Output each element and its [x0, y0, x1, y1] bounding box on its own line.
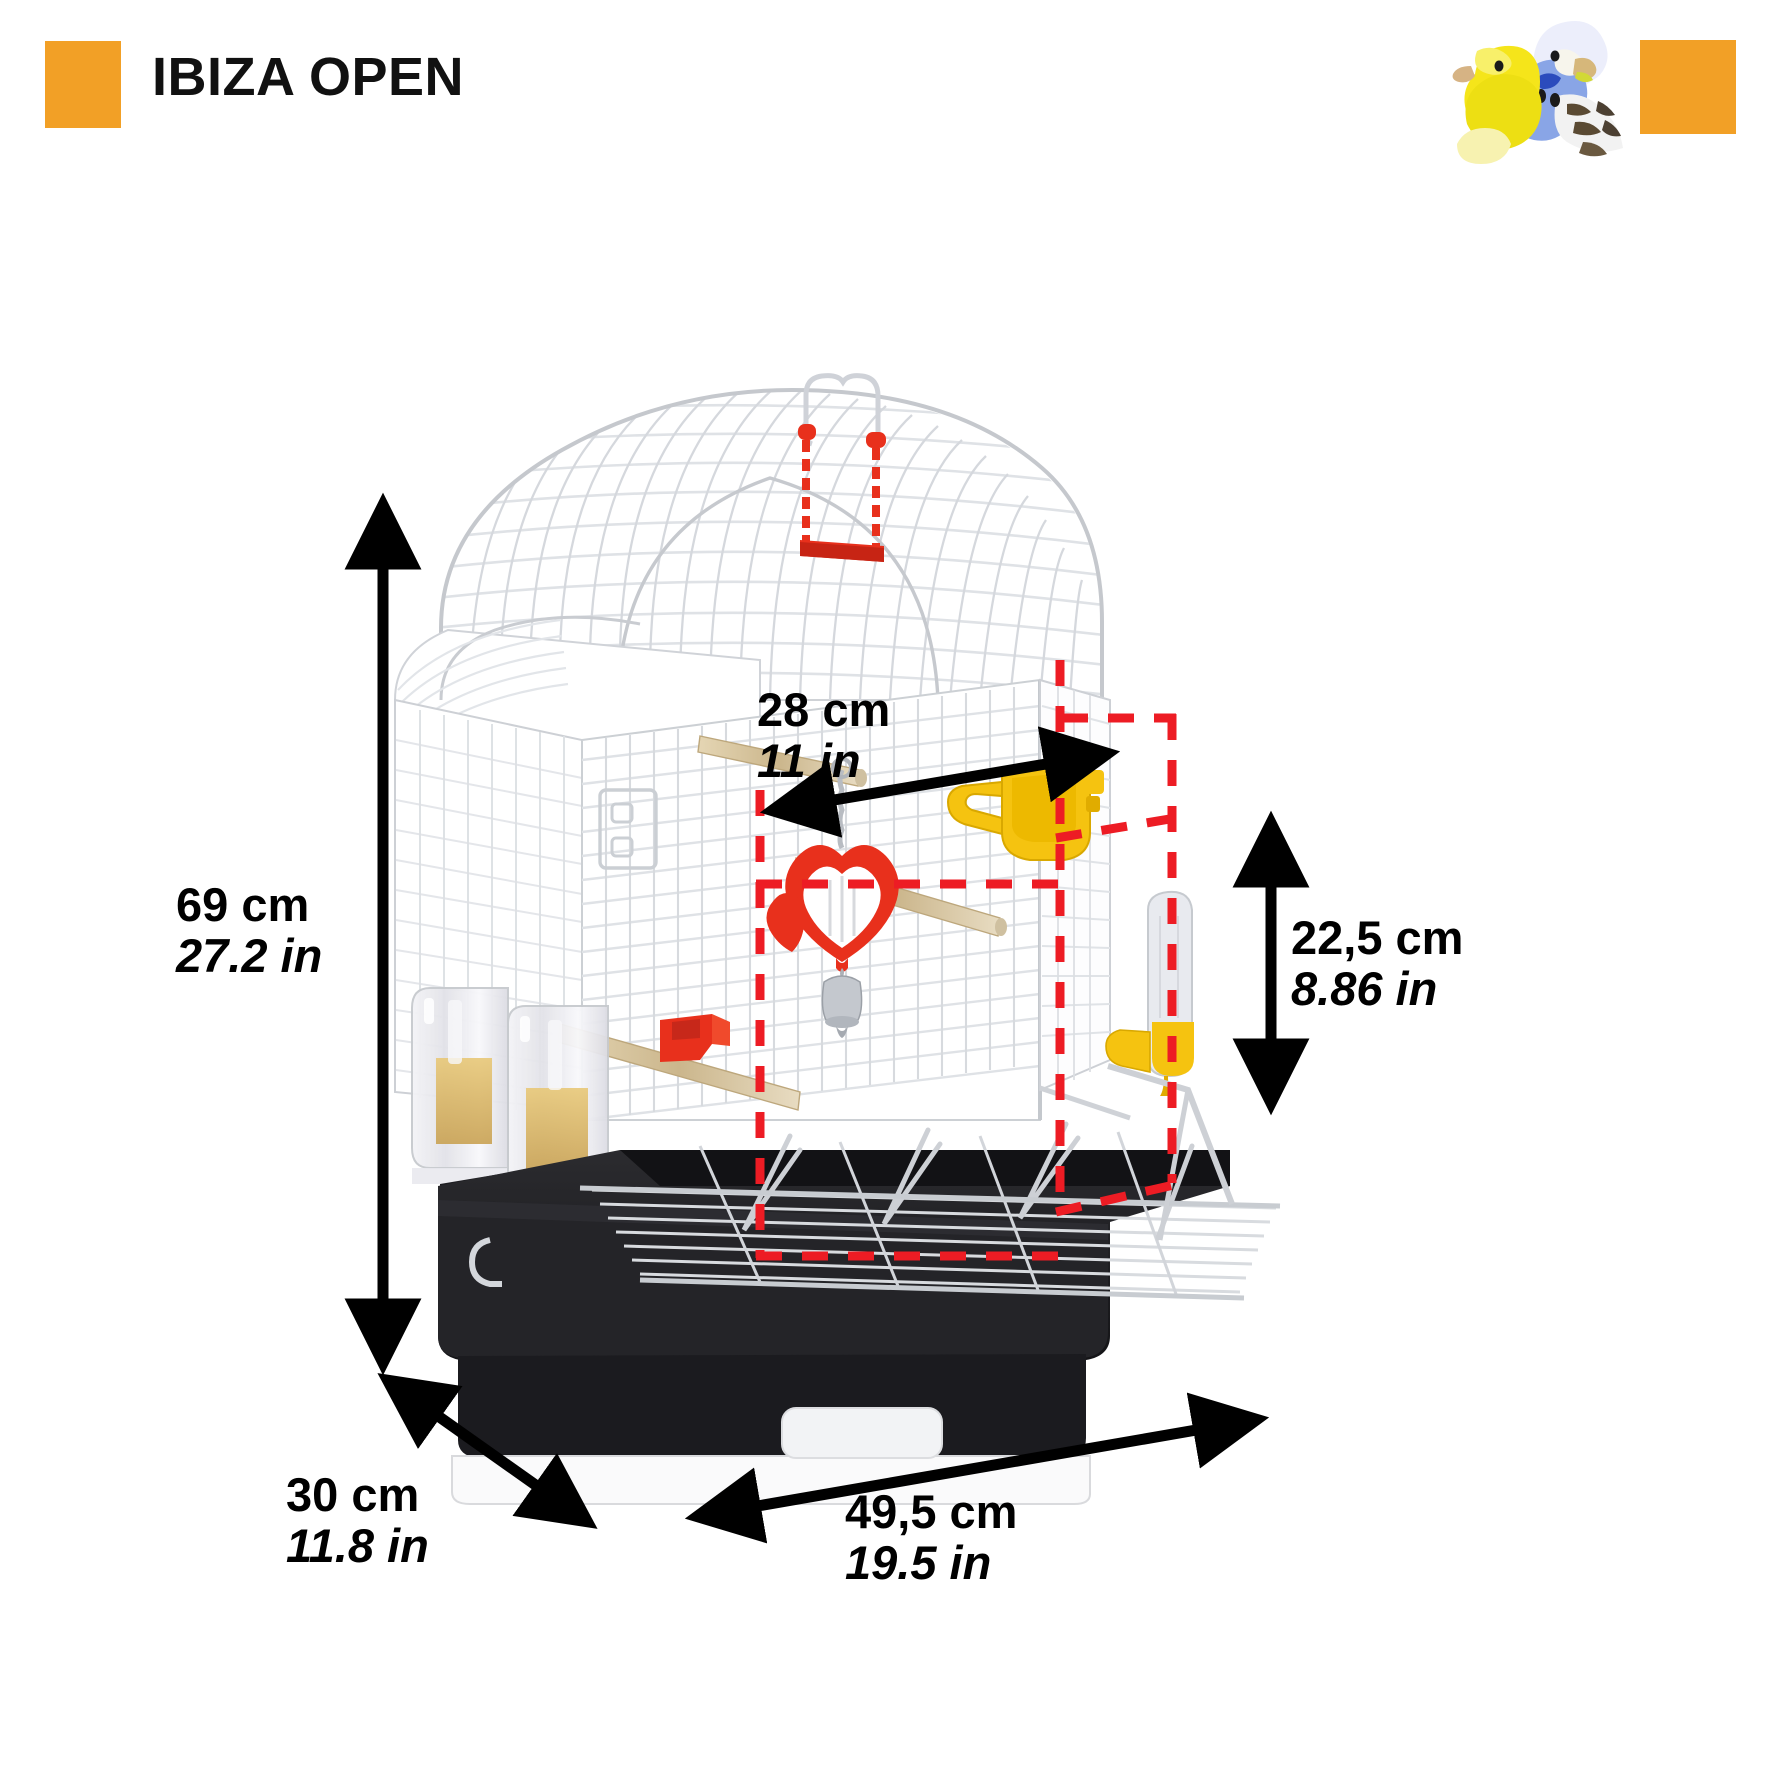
door-latch[interactable]	[598, 788, 658, 870]
width-dimension-label: 49,5 cm 19.5 in	[845, 1485, 1018, 1589]
red-clip[interactable]	[660, 1014, 730, 1062]
orange-swatch-left	[45, 41, 121, 128]
top-span-in: 11 in	[757, 733, 861, 787]
pull-out-drawer	[781, 1407, 943, 1459]
depth-in: 11.8 in	[286, 1518, 429, 1572]
depth-dimension-label: 30 cm 11.8 in	[286, 1468, 429, 1572]
height-dimension-label: 69 cm 27.2 in	[176, 878, 323, 982]
inner-height-dimension-label: 22,5 cm 8.86 in	[1291, 911, 1464, 1015]
swing-toy[interactable]	[798, 424, 886, 562]
water-bottle[interactable]	[1105, 890, 1194, 1096]
height-cm: 69 cm	[176, 878, 310, 931]
width-in: 19.5 in	[845, 1535, 992, 1589]
seed-feeder-right[interactable]	[507, 1005, 609, 1202]
budgerigar-icon	[1508, 21, 1623, 157]
height-in: 27.2 in	[176, 928, 323, 982]
depth-cm: 30 cm	[286, 1468, 420, 1521]
top-span-cm: 28 cm	[757, 683, 891, 736]
canary-icon	[1452, 45, 1542, 164]
birds-photo	[1452, 21, 1623, 164]
inner-height-in: 8.86 in	[1291, 961, 1438, 1015]
seed-feeder-left[interactable]	[411, 987, 509, 1184]
inner-height-cm: 22,5 cm	[1291, 911, 1464, 964]
width-cm: 49,5 cm	[845, 1485, 1018, 1538]
bottom-grid	[468, 1121, 1281, 1301]
top-span-dimension-label: 28 cm 11 in	[757, 683, 891, 787]
orange-swatch-right	[1640, 40, 1736, 134]
page-title: IBIZA OPEN	[152, 47, 465, 107]
